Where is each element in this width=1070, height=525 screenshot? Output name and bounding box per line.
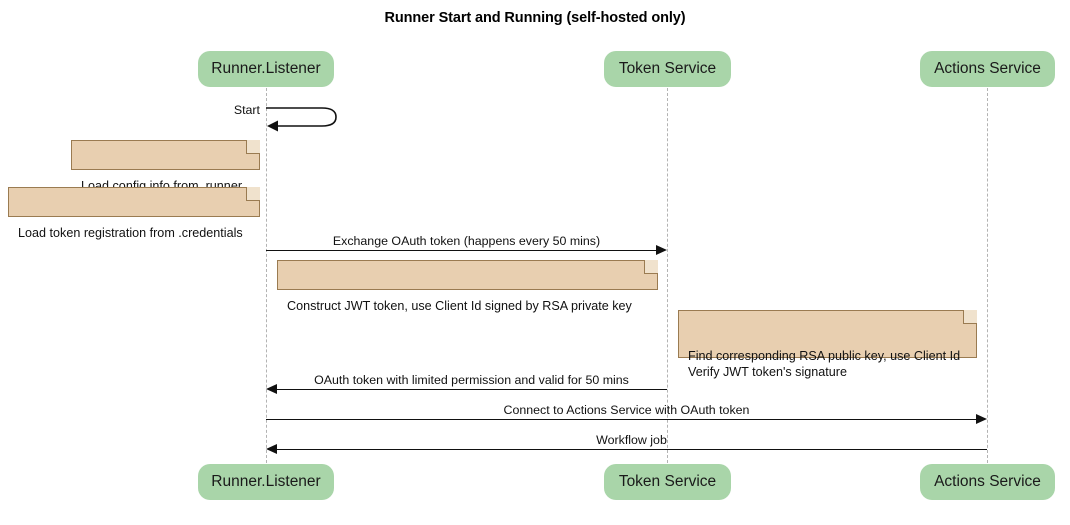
participant-token-service-bottom[interactable]: Token Service — [604, 464, 731, 500]
message-label-connect-to-actions-service: Connect to Actions Service with OAuth to… — [503, 403, 750, 417]
message-line-oauth-token-reply — [276, 389, 667, 390]
message-arrowhead-exchange-oauth-token — [656, 245, 667, 255]
page-title: Runner Start and Running (self-hosted on… — [384, 10, 686, 26]
note-fold-corner-icon — [246, 187, 260, 201]
note-verify-jwt: Find corresponding RSA public key, use C… — [678, 310, 977, 379]
message-label-start: Start — [233, 103, 260, 117]
participant-label: Actions Service — [934, 60, 1041, 77]
note-load-config: Load config info from .runner — [71, 140, 260, 193]
participant-runner-listener-bottom[interactable]: Runner.Listener — [198, 464, 334, 500]
note-fold-corner-icon — [963, 310, 977, 324]
note-load-token-registration: Load token registration from .credential… — [8, 187, 260, 240]
note-construct-jwt: Construct JWT token, use Client Id signe… — [277, 260, 658, 313]
message-label-oauth-token-reply: OAuth token with limited permission and … — [314, 373, 629, 387]
participant-runner-listener-top[interactable]: Runner.Listener — [198, 51, 334, 87]
message-arrowhead-oauth-token-reply — [266, 384, 277, 394]
lifeline-runner-listener — [266, 88, 267, 463]
message-arrowhead-workflow-job — [266, 444, 277, 454]
participant-label: Token Service — [618, 60, 717, 77]
message-line-exchange-oauth-token — [266, 250, 657, 251]
participant-label: Runner.Listener — [211, 60, 321, 77]
note-text: Construct JWT token, use Client Id signe… — [287, 299, 632, 313]
message-label-exchange-oauth-token: Exchange OAuth token (happens every 50 m… — [332, 234, 601, 248]
message-line-connect-to-actions-service — [266, 419, 977, 420]
participant-label: Token Service — [618, 473, 717, 490]
participant-actions-service-top[interactable]: Actions Service — [920, 51, 1055, 87]
participant-actions-service-bottom[interactable]: Actions Service — [920, 464, 1055, 500]
participant-label: Runner.Listener — [211, 473, 321, 490]
message-label-workflow-job: Workflow job — [596, 433, 667, 447]
note-fold-corner-icon — [246, 140, 260, 154]
lifeline-token-service — [667, 88, 668, 463]
message-start-self-loop — [264, 102, 344, 132]
note-text: Load token registration from .credential… — [18, 226, 243, 240]
participant-label: Actions Service — [934, 473, 1041, 490]
lifeline-actions-service — [987, 88, 988, 463]
message-arrowhead-connect-to-actions-service — [976, 414, 987, 424]
message-line-workflow-job — [276, 449, 987, 450]
note-fold-corner-icon — [644, 260, 658, 274]
participant-token-service-top[interactable]: Token Service — [604, 51, 731, 87]
note-text: Find corresponding RSA public key, use C… — [688, 349, 961, 379]
